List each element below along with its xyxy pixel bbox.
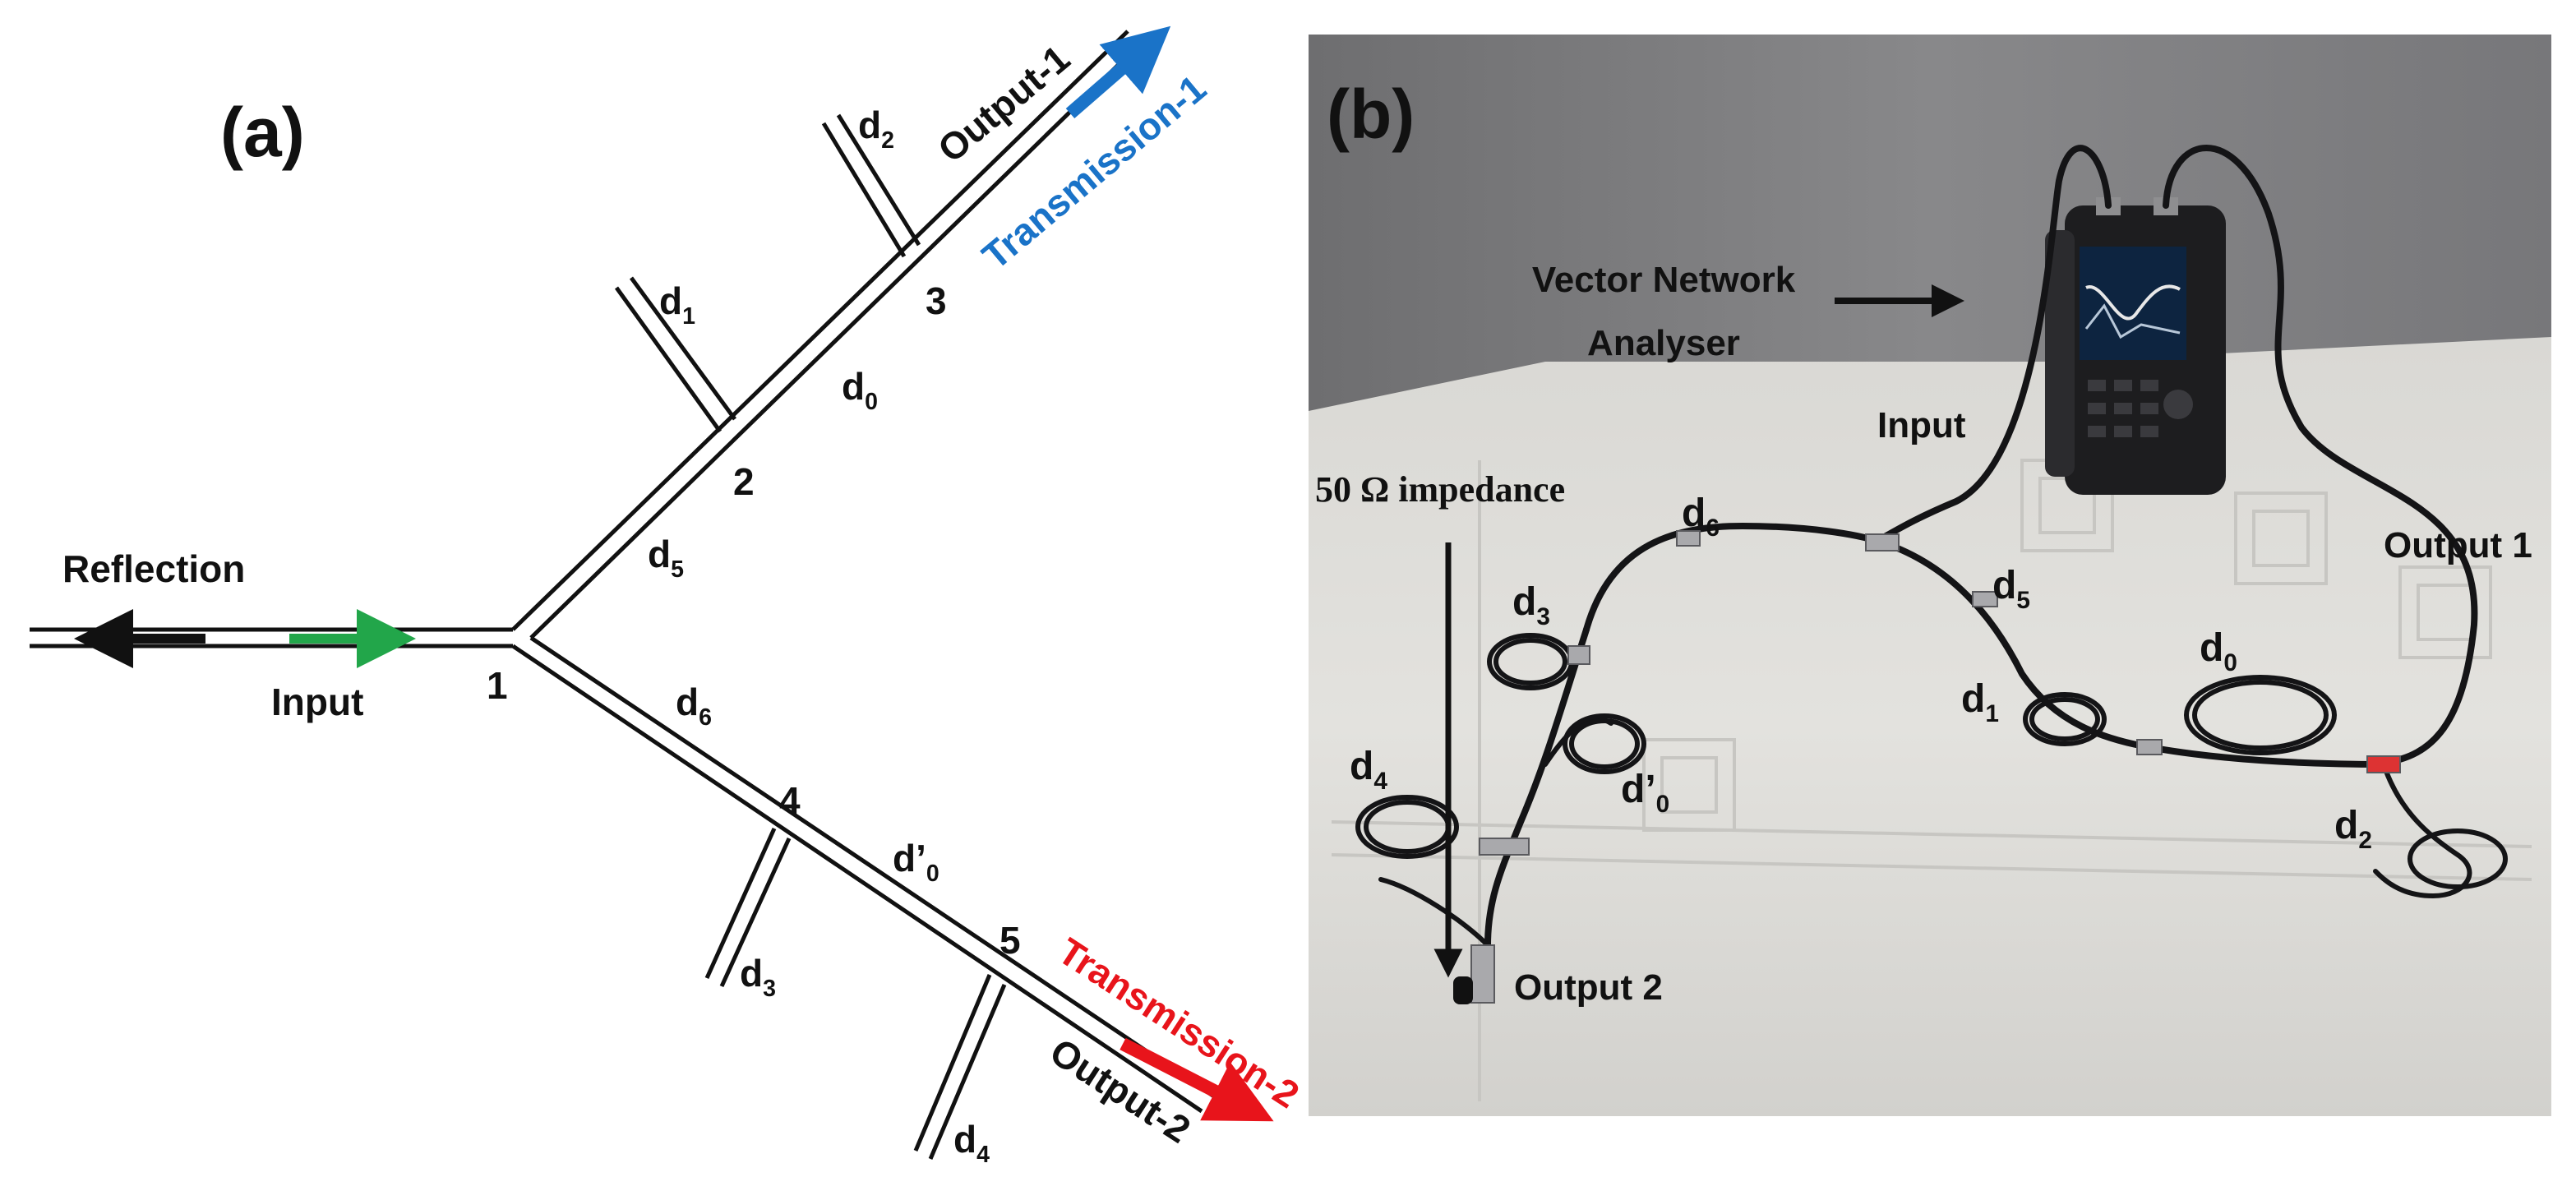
- seg-d4-label: d4: [953, 1118, 990, 1168]
- seg-d3-label: d3: [740, 952, 776, 1002]
- photo-seg-d6-label: d6: [1682, 492, 1720, 542]
- photo-seg-d0-label: d0: [2200, 626, 2237, 676]
- node-1-label: 1: [487, 664, 508, 707]
- photo-seg-d2-label: d2: [2334, 804, 2372, 854]
- input-label: Input: [271, 681, 363, 723]
- vna-label-line2: Analyser: [1587, 323, 1740, 363]
- impedance-label: 50 Ω impedance: [1315, 469, 1565, 510]
- termination-load: [1453, 976, 1473, 1004]
- reflection-label: Reflection: [62, 547, 245, 590]
- output-2-photo-label: Output 2: [1514, 967, 1663, 1008]
- transmission-2-arrow: [1119, 1037, 1274, 1122]
- panel-a-label: (a): [220, 94, 305, 171]
- output-1-photo-label: Output 1: [2384, 525, 2532, 565]
- photo-seg-d5-label: d5: [1992, 564, 2030, 614]
- seg-d0p-label: d’0: [893, 837, 939, 887]
- node-5-label: 5: [999, 919, 1021, 962]
- seg-d6-label: d6: [676, 681, 712, 731]
- node-3-label: 3: [926, 279, 947, 322]
- transmission-1-arrow: [1065, 25, 1171, 119]
- seg-d5-label: d5: [648, 533, 684, 583]
- seg-d1-label: d1: [659, 279, 695, 330]
- vna-device: [2045, 197, 2226, 495]
- network-lines: [30, 30, 1218, 1160]
- panel-b-label: (b): [1327, 76, 1415, 153]
- photo-table: [1309, 337, 2551, 1116]
- photo-seg-d3-label: d3: [1512, 580, 1550, 630]
- photo-seg-d4-label: d4: [1350, 745, 1387, 795]
- cable-coils: [1355, 633, 2508, 889]
- panel-b-photo: (b) Vector Network Analyser Input 50 Ω i…: [1309, 35, 2551, 1116]
- photo-seg-d1-label: d1: [1961, 677, 1999, 727]
- panel-a-schematic: (a) Reflection Input 1 2 3 4 5 Output-1 …: [30, 25, 1307, 1168]
- vna-input-label: Input: [1877, 405, 1966, 445]
- seg-d0-label: d0: [842, 365, 878, 415]
- vna-label-line1: Vector Network: [1532, 260, 1796, 300]
- node-4-label: 4: [779, 779, 801, 822]
- node-2-label: 2: [733, 460, 755, 503]
- seg-d2-label: d2: [858, 104, 894, 154]
- output-2-label: Output-2: [1043, 1030, 1198, 1152]
- photo-seg-d0p-label: d’0: [1621, 768, 1669, 818]
- connectors: [1470, 530, 2401, 1004]
